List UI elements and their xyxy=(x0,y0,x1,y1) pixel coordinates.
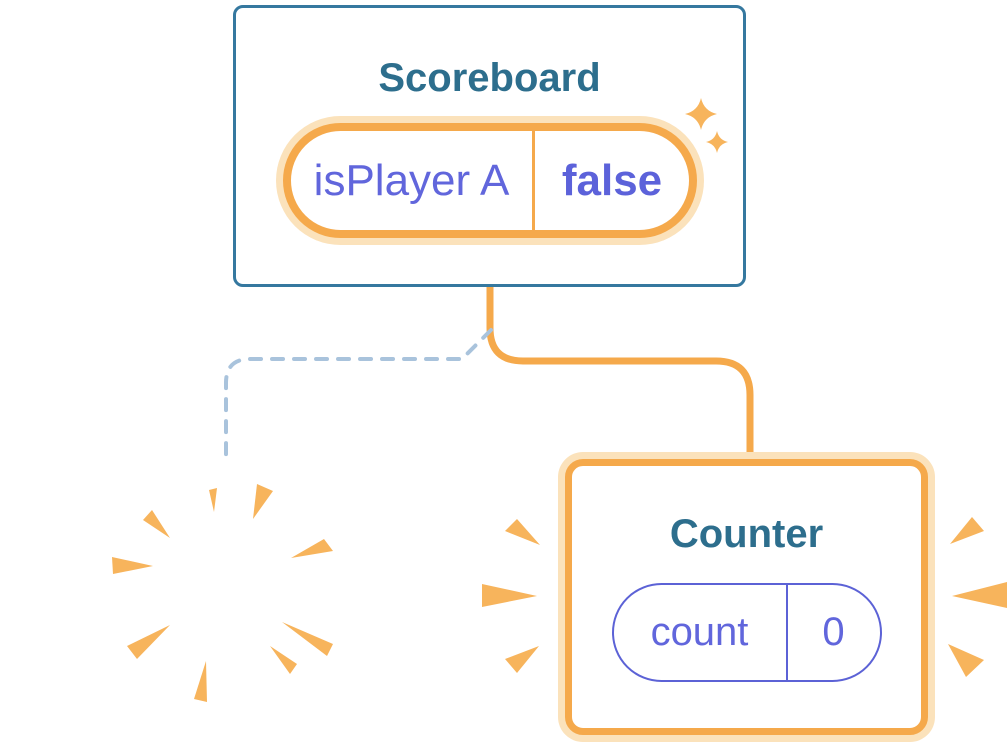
scoreboard-state-pill: isPlayer A false xyxy=(283,123,697,238)
counter-state-key: count xyxy=(614,585,788,680)
counter-state-pill: count 0 xyxy=(611,583,882,682)
emphasis-burst-left-icon xyxy=(482,519,540,673)
counter-component-card: Counter count 0 xyxy=(565,459,928,735)
removed-branch-dashed-line xyxy=(224,328,493,462)
scoreboard-component-card: Scoreboard isPlayer A false xyxy=(233,5,746,287)
scoreboard-state-key: isPlayer A xyxy=(291,131,535,230)
parent-child-connector-line xyxy=(486,284,754,460)
destroyed-component-card xyxy=(82,453,363,722)
emphasis-burst-right-icon xyxy=(948,517,1007,677)
counter-title: Counter xyxy=(669,512,824,556)
counter-state-value: 0 xyxy=(822,610,845,654)
scoreboard-state-value: false xyxy=(561,155,663,205)
scoreboard-title: Scoreboard xyxy=(378,56,601,100)
